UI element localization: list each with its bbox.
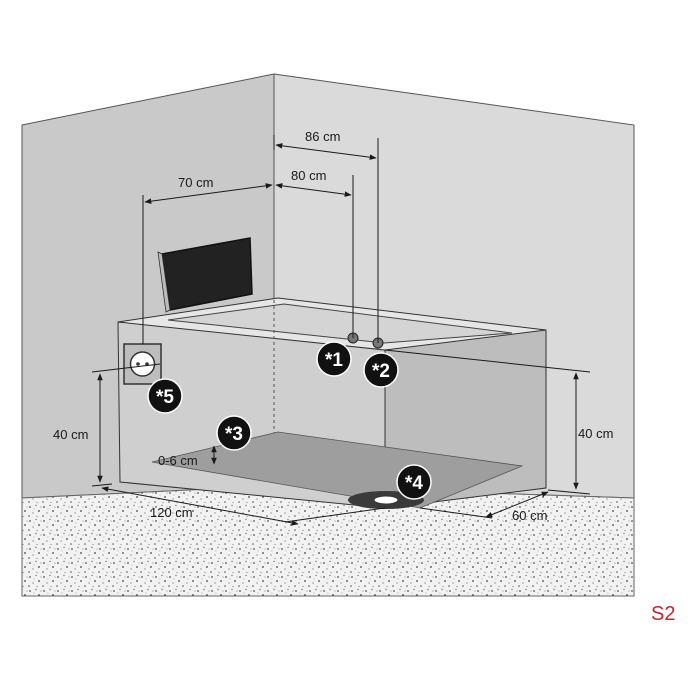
dim-right40-top: [384, 349, 591, 373]
socket-pin-left: [136, 362, 140, 366]
marker-4: *4: [396, 464, 432, 500]
marker-1: *1: [316, 341, 352, 377]
dim-60-ext: [419, 507, 493, 519]
marker-5-label: *5: [156, 387, 174, 408]
page-label: S2: [651, 603, 675, 625]
dim-80-label: 80 cm: [291, 168, 326, 183]
dim-left40-label: 40 cm: [53, 427, 88, 442]
dim-70-label: 70 cm: [178, 175, 213, 190]
marker-3-label: *3: [225, 424, 243, 445]
drain-hole: [373, 495, 399, 505]
dim-120-line: [101, 486, 299, 526]
dim-60-line: [485, 491, 549, 518]
dim-60-label: 60 cm: [512, 508, 547, 523]
dim-120-ext: [284, 507, 386, 523]
dim-left40-bottom: [91, 483, 113, 487]
dim-gap-label: 0-6 cm: [158, 453, 198, 468]
dim-right40-label: 40 cm: [578, 426, 613, 441]
socket-face: [129, 351, 156, 377]
marker-2: *2: [363, 352, 399, 388]
dim-86-line: [275, 143, 377, 160]
marker-2-label: *2: [372, 361, 390, 382]
dim-120-label: 120 cm: [150, 505, 193, 520]
bathtub-basin: [167, 303, 513, 344]
marker-1-label: *1: [325, 350, 343, 371]
socket-pin-right: [145, 362, 149, 366]
marker-3: *3: [216, 415, 252, 451]
marker-4-label: *4: [405, 473, 423, 494]
dim-80-line: [275, 183, 352, 197]
dim-right40-bottom: [547, 489, 591, 495]
dim-left40-top: [91, 363, 161, 373]
dim-86-label: 86 cm: [305, 129, 340, 144]
headrest-frame: [157, 251, 171, 313]
dim-70-line: [144, 183, 273, 204]
marker-5: *5: [147, 378, 183, 414]
